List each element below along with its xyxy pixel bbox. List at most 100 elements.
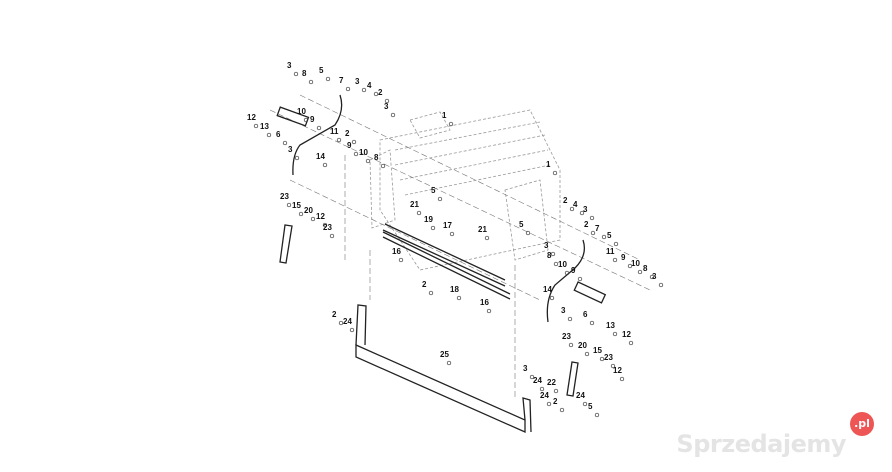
fastener-dot — [601, 234, 607, 240]
callout-label: 12 — [613, 366, 622, 375]
callout-label: 22 — [547, 378, 556, 387]
callout-label: 24 — [343, 317, 352, 326]
callout-label: 3 — [287, 61, 292, 70]
fastener-dot — [553, 388, 559, 394]
callout-label: 9 — [571, 266, 576, 275]
fastener-dot — [365, 158, 371, 164]
callout-label: 20 — [578, 341, 587, 350]
fastener-dot — [437, 196, 443, 202]
callout-label: 5 — [588, 402, 593, 411]
callout-label: 2 — [332, 310, 337, 319]
fastener-dot — [658, 282, 664, 288]
callout-label: 2 — [422, 280, 427, 289]
callout-label: 24 — [576, 391, 585, 400]
callout-label: 12 — [316, 212, 325, 221]
callout-label: 16 — [392, 247, 401, 256]
fastener-dot — [484, 235, 490, 241]
callout-label: 13 — [260, 122, 269, 131]
callout-label: 4 — [573, 200, 578, 209]
fastener-dot — [456, 295, 462, 301]
fastener-dot — [373, 91, 379, 97]
callout-label: 4 — [367, 81, 372, 90]
callout-label: 6 — [276, 130, 281, 139]
callout-label: 8 — [643, 264, 648, 273]
fastener-dot — [351, 139, 357, 145]
fastener-dot — [549, 295, 555, 301]
fastener-dot — [322, 162, 328, 168]
fastener-dot — [529, 374, 535, 380]
fastener-dot — [552, 170, 558, 176]
fastener-dot — [390, 112, 396, 118]
fastener-dot — [579, 210, 585, 216]
fastener-dot — [380, 163, 386, 169]
fastener-dot — [448, 121, 454, 127]
callout-label: 9 — [621, 253, 626, 262]
callout-label: 5 — [431, 186, 436, 195]
fastener-dot — [568, 342, 574, 348]
fastener-dot — [590, 230, 596, 236]
callout-label: 2 — [345, 129, 350, 138]
fastener-dot — [322, 222, 328, 228]
callout-label: 14 — [543, 285, 552, 294]
callout-label: 3 — [652, 272, 657, 281]
fastener-dot — [619, 376, 625, 382]
callout-label: 5 — [319, 66, 324, 75]
callout-label: 2 — [553, 397, 558, 406]
callout-label: 3 — [384, 102, 389, 111]
fastener-dot — [582, 401, 588, 407]
callout-label: 8 — [374, 153, 379, 162]
bottom-bar — [355, 304, 532, 433]
callout-label: 23 — [562, 332, 571, 341]
callout-label: 19 — [424, 215, 433, 224]
fastener-dot — [353, 151, 359, 157]
fastener-dot — [569, 206, 575, 212]
callout-label: 25 — [440, 350, 449, 359]
callout-label: 6 — [583, 310, 588, 319]
callout-label: 3 — [583, 205, 588, 214]
callout-label: 23 — [604, 353, 613, 362]
callout-label: 20 — [304, 206, 313, 215]
fastener-dot — [329, 233, 335, 239]
fastener-dot — [589, 320, 595, 326]
fastener-dot — [384, 98, 390, 104]
callout-label: 2 — [563, 196, 568, 205]
fastener-dot — [613, 241, 619, 247]
fastener-dot — [553, 261, 559, 267]
fastener-dot — [428, 290, 434, 296]
callout-label: 24 — [540, 391, 549, 400]
callout-label: 11 — [330, 127, 339, 136]
fastener-dot — [308, 79, 314, 85]
fastener-dot — [584, 351, 590, 357]
callout-label: 11 — [606, 247, 615, 256]
fastener-dot — [559, 407, 565, 413]
callout-label: 5 — [519, 220, 524, 229]
callout-label: 1 — [442, 111, 447, 120]
fastener-dot — [594, 412, 600, 418]
callout-label: 12 — [622, 330, 631, 339]
fastener-dot — [293, 71, 299, 77]
fastener-dot — [627, 263, 633, 269]
fastener-dot — [449, 231, 455, 237]
fastener-dot — [577, 276, 583, 282]
callout-label: 10 — [558, 260, 567, 269]
callout-label: 7 — [339, 76, 344, 85]
fastener-dot — [282, 140, 288, 146]
callout-label: 3 — [544, 241, 549, 250]
callout-label: 17 — [443, 221, 452, 230]
callout-label: 21 — [410, 200, 419, 209]
callout-label: 23 — [323, 223, 332, 232]
fastener-dot — [416, 210, 422, 216]
bars — [382, 223, 511, 300]
callout-label: 8 — [302, 69, 307, 78]
callout-label: 2 — [584, 220, 589, 229]
callout-label: 5 — [607, 231, 612, 240]
fastener-dot — [349, 327, 355, 333]
callout-label: 9 — [347, 141, 352, 150]
callout-label: 18 — [450, 285, 459, 294]
fastener-dot — [446, 360, 452, 366]
fastener-dot — [564, 270, 570, 276]
fastener-dot — [567, 316, 573, 322]
right-arm — [546, 239, 607, 397]
